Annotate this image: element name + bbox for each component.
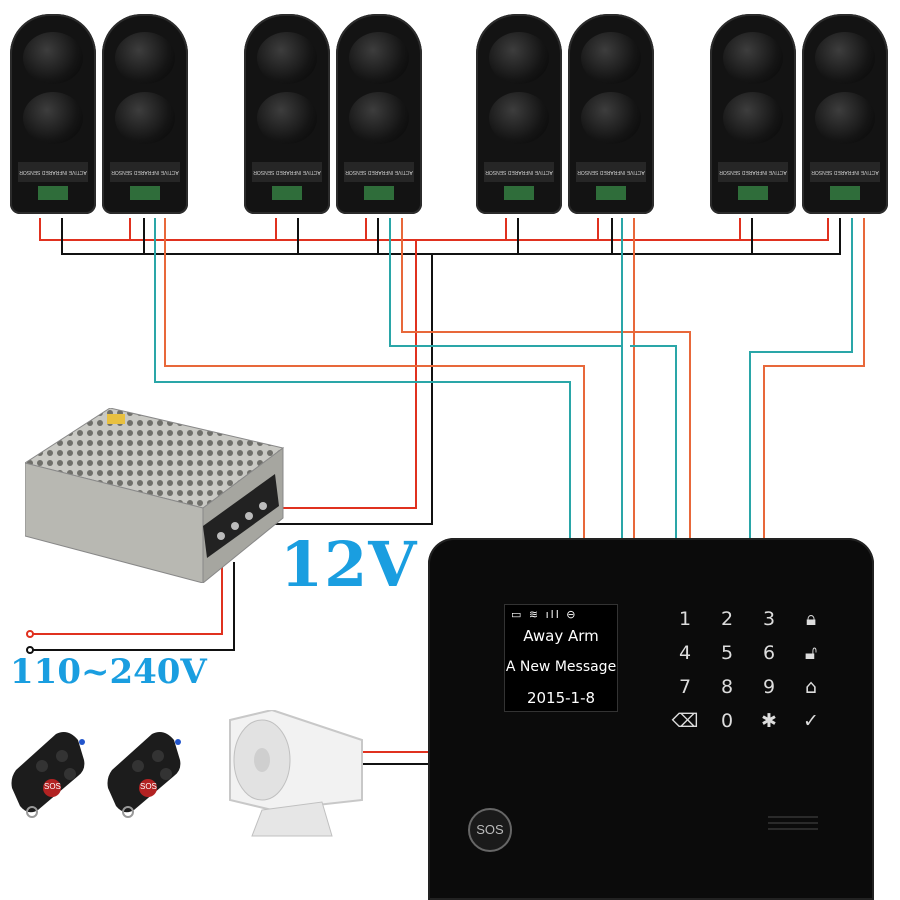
sensor-label: ACTIVE INFRARED SENSOR <box>810 162 880 182</box>
keypad-key-8[interactable]: 8 <box>720 676 734 698</box>
remote-control <box>107 732 181 818</box>
sensor-lens <box>115 32 175 84</box>
sensor-lens <box>489 32 549 84</box>
arm-mode-text: Away Arm <box>523 627 599 645</box>
sensor-lens <box>115 92 175 144</box>
power-wire-red <box>39 218 829 241</box>
speaker-grille <box>768 822 818 824</box>
signal-wire-orange <box>401 218 691 540</box>
sensor-lens <box>349 92 409 144</box>
infrared-sensor: ACTIVE INFRARED SENSOR <box>476 14 562 214</box>
signal-wire-orange <box>164 218 585 540</box>
remote-sos-label: SOS <box>140 782 157 791</box>
infrared-sensor: ACTIVE INFRARED SENSOR <box>336 14 422 214</box>
keypad-key-2[interactable]: 2 <box>720 608 734 630</box>
sensor-label: ACTIVE INFRARED SENSOR <box>252 162 322 182</box>
infrared-sensor: ACTIVE INFRARED SENSOR <box>568 14 654 214</box>
signal-wire-teal <box>630 345 677 540</box>
signal-wire-orange <box>763 218 865 540</box>
sensor-terminal <box>364 186 394 200</box>
sensor-lens <box>723 32 783 84</box>
sensor-terminal <box>272 186 302 200</box>
infrared-sensor: ACTIVE INFRARED SENSOR <box>710 14 796 214</box>
sensor-terminal <box>738 186 768 200</box>
unlock-icon[interactable]: 🔓︎ <box>804 642 818 664</box>
infrared-sensor: ACTIVE INFRARED SENSOR <box>10 14 96 214</box>
ac-voltage-label: 110~240V <box>10 652 207 692</box>
ac-terminal <box>26 646 34 654</box>
message-text: A New Message <box>505 659 617 675</box>
sensor-lens <box>723 92 783 144</box>
sensor-terminal <box>504 186 534 200</box>
remote-sos-label: SOS <box>44 782 61 791</box>
lock-icon[interactable]: 🔒︎ <box>805 608 817 630</box>
keypad-key-3[interactable]: 3 <box>762 608 776 630</box>
signal-wire-teal <box>154 218 571 540</box>
sensor-label: ACTIVE INFRARED SENSOR <box>344 162 414 182</box>
keypad-key-9[interactable]: 9 <box>762 676 776 698</box>
keypad-key-1[interactable]: 1 <box>678 608 692 630</box>
sensor-lens <box>815 32 875 84</box>
backspace-icon[interactable]: ⌫ <box>671 710 699 732</box>
keypad-key-7[interactable]: 7 <box>678 676 692 698</box>
sensor-terminal <box>38 186 68 200</box>
infrared-sensor: ACTIVE INFRARED SENSOR <box>802 14 888 214</box>
ok-icon[interactable]: ✓ <box>803 710 819 732</box>
sensor-terminal <box>830 186 860 200</box>
date-text: 2015-1-8 <box>526 689 596 707</box>
signal-wire-teal <box>389 218 623 540</box>
sensor-lens <box>23 32 83 84</box>
ac-wire-red <box>30 562 223 635</box>
sensor-label: ACTIVE INFRARED SENSOR <box>110 162 180 182</box>
speaker-grille <box>768 816 818 818</box>
infrared-sensor: ACTIVE INFRARED SENSOR <box>244 14 330 214</box>
settings-icon[interactable]: ✱ <box>761 710 777 732</box>
sensor-lens <box>349 32 409 84</box>
power-wire-black <box>61 218 841 255</box>
infrared-sensor: ACTIVE INFRARED SENSOR <box>102 14 188 214</box>
sensor-lens <box>581 92 641 144</box>
signal-wire-teal <box>749 218 853 540</box>
sensor-lens <box>257 92 317 144</box>
ac-terminal <box>26 630 34 638</box>
siren <box>229 710 363 837</box>
sensor-terminal <box>130 186 160 200</box>
keypad-key-5[interactable]: 5 <box>720 642 734 664</box>
sensor-lens <box>581 32 641 84</box>
remote-control <box>11 732 85 818</box>
sensor-label: ACTIVE INFRARED SENSOR <box>718 162 788 182</box>
home-arm-icon[interactable]: ⌂ <box>804 676 818 698</box>
psu-wire-red <box>272 240 417 509</box>
sensor-lens <box>489 92 549 144</box>
power-supply <box>25 408 285 583</box>
sensor-label: ACTIVE INFRARED SENSOR <box>18 162 88 182</box>
sensor-lens <box>23 92 83 144</box>
sensor-lens <box>815 92 875 144</box>
sensor-lens <box>257 32 317 84</box>
sensor-label: ACTIVE INFRARED SENSOR <box>484 162 554 182</box>
keypad-key-4[interactable]: 4 <box>678 642 692 664</box>
sensor-label: ACTIVE INFRARED SENSOR <box>576 162 646 182</box>
ac-wire-black <box>30 562 235 651</box>
status-bar: ▭ ≋ ıll ⊖ <box>511 608 578 621</box>
sos-button[interactable]: SOS <box>468 808 512 852</box>
keypad-key-0[interactable]: 0 <box>720 710 734 732</box>
panel-display: ▭ ≋ ıll ⊖ Away Arm A New Message 2015-1-… <box>504 604 618 712</box>
psu-wire-black <box>262 254 433 525</box>
keypad-key-6[interactable]: 6 <box>762 642 776 664</box>
dc-voltage-label: 12V <box>280 528 418 601</box>
speaker-grille <box>768 828 818 830</box>
sensor-terminal <box>596 186 626 200</box>
